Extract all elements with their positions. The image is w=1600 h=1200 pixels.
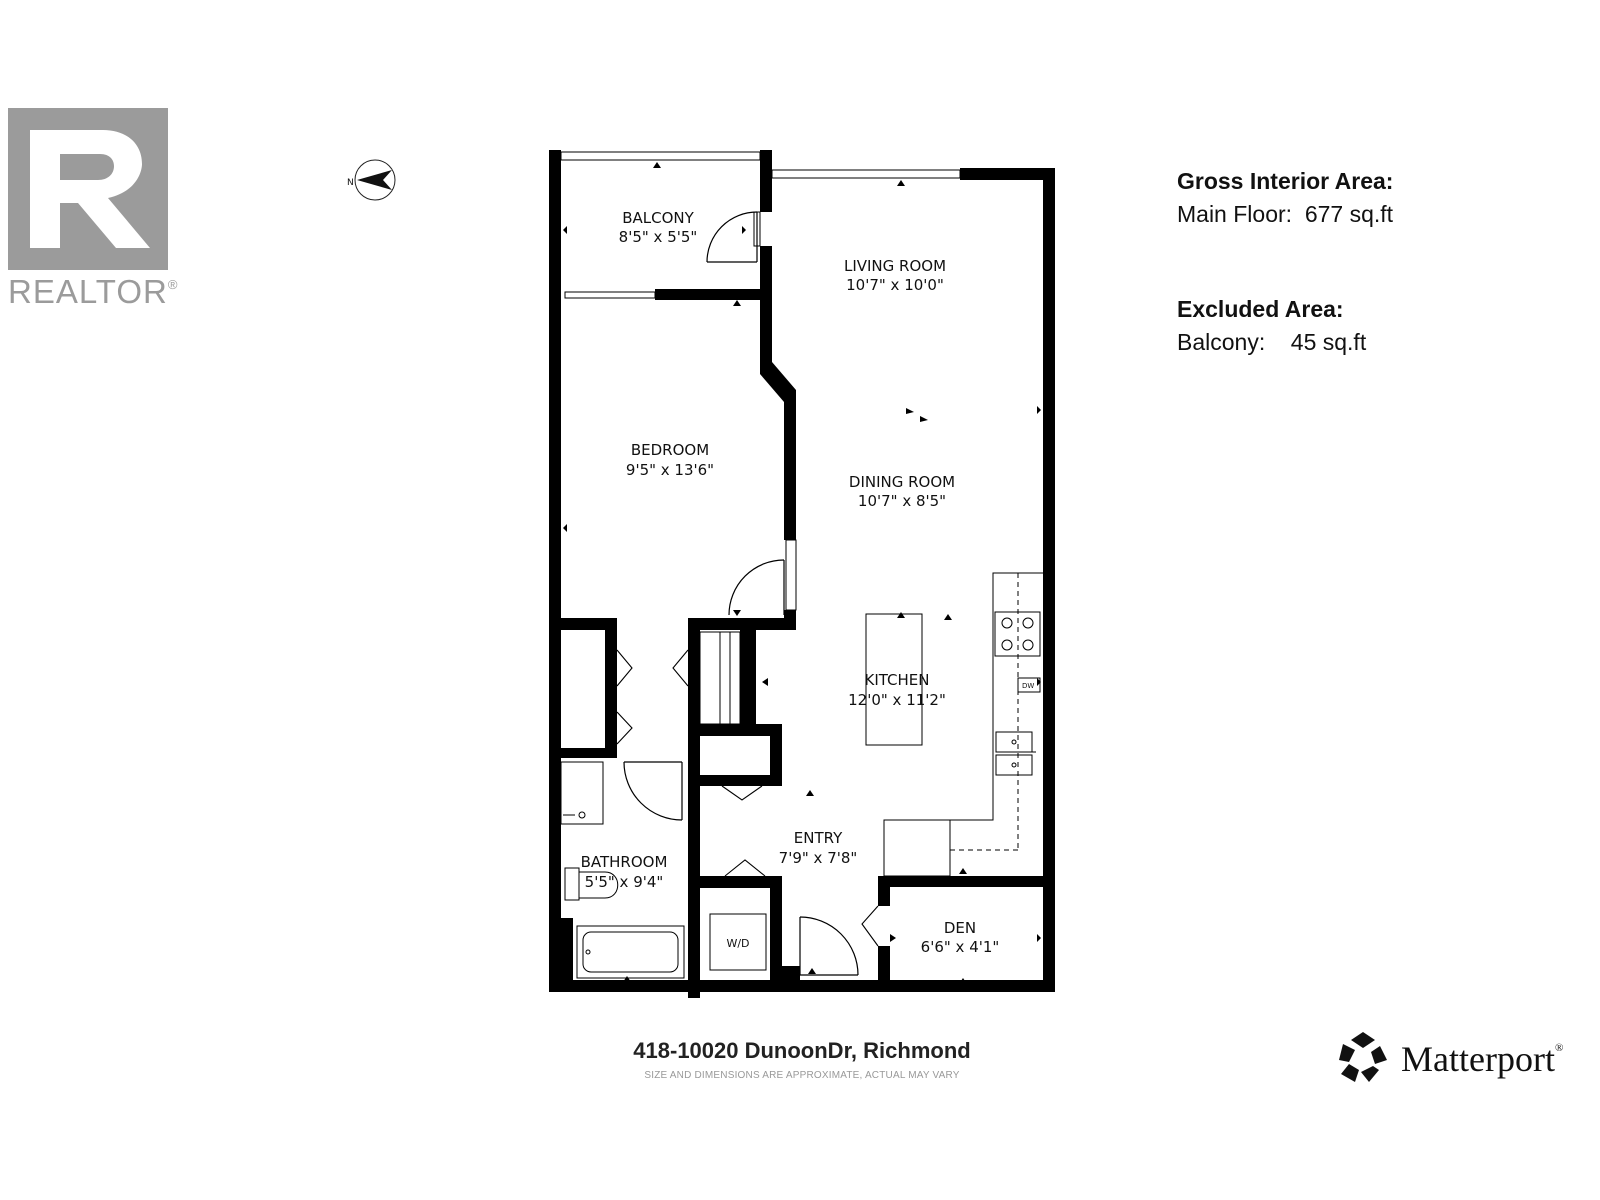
room-labels: BALCONY 8'5" x 5'5" LIVING ROOM 10'7" x … <box>581 209 1000 956</box>
windows <box>560 151 961 611</box>
entry-name: ENTRY <box>794 829 843 847</box>
north-compass-icon: N <box>347 159 396 201</box>
closet-bifold-doors <box>616 649 879 947</box>
excluded-area-heading: Excluded Area: <box>1177 296 1344 322</box>
entry-dims: 7'9" x 7'8" <box>779 849 858 867</box>
balcony-name: BALCONY <box>622 209 694 227</box>
matterport-text: Matterport <box>1401 1039 1555 1079</box>
kitchen-name: KITCHEN <box>865 671 930 689</box>
washer-dryer: W/D <box>709 913 767 971</box>
balcony-dims: 8'5" x 5'5" <box>619 228 698 246</box>
wd-label: W/D <box>726 937 749 950</box>
dimension-markers <box>563 162 1041 984</box>
walls <box>549 150 1055 998</box>
realtor-wordmark: REALTOR® <box>8 273 177 311</box>
bathroom-door <box>623 761 683 821</box>
kitchen-dims: 12'0" x 11'2" <box>848 691 946 709</box>
den-dims: 6'6" x 4'1" <box>921 938 1000 956</box>
bedroom-dims: 9'5" x 13'6" <box>626 461 714 479</box>
bathroom-dims: 5'5" x 9'4" <box>585 873 664 891</box>
dining-room-dims: 10'7" x 8'5" <box>858 492 946 510</box>
compass-north-label: N <box>347 178 354 188</box>
dishwasher-label: DW <box>1022 682 1034 690</box>
matterport-logo-icon <box>1339 1032 1387 1082</box>
living-room-name: LIVING ROOM <box>844 257 946 275</box>
matterport-wordmark: Matterport® <box>1401 1038 1563 1080</box>
bathroom-name: BATHROOM <box>581 853 668 871</box>
living-room-dims: 10'7" x 10'0" <box>846 276 944 294</box>
dining-room-name: DINING ROOM <box>849 473 955 491</box>
bedroom-door <box>728 559 785 616</box>
realtor-registered-mark: ® <box>167 277 178 292</box>
linen-shelves <box>699 631 741 725</box>
main-floor-area: Main Floor: 677 sq.ft <box>1177 201 1394 227</box>
matterport-registered-mark: ® <box>1554 1042 1564 1054</box>
balcony-door <box>706 211 758 263</box>
realtor-logo-icon <box>8 108 168 270</box>
entry-door <box>799 916 859 976</box>
balcony-area: Balcony: 45 sq.ft <box>1177 329 1367 355</box>
den-name: DEN <box>944 919 976 937</box>
realtor-logo: REALTOR® <box>8 108 183 311</box>
gross-area-heading: Gross Interior Area: <box>1177 168 1394 194</box>
kitchen-counters <box>865 572 1043 877</box>
size-disclaimer: SIZE AND DIMENSIONS ARE APPROXIMATE, ACT… <box>644 1070 960 1081</box>
property-address: 418-10020 DunoonDr, Richmond <box>633 1038 971 1063</box>
realtor-text: REALTOR <box>8 273 168 310</box>
area-info: Gross Interior Area: Main Floor: 677 sq.… <box>1177 168 1577 356</box>
bathroom-fixtures <box>560 761 685 979</box>
bedroom-name: BEDROOM <box>631 441 709 459</box>
matterport-logo: Matterport® <box>1335 1030 1595 1090</box>
